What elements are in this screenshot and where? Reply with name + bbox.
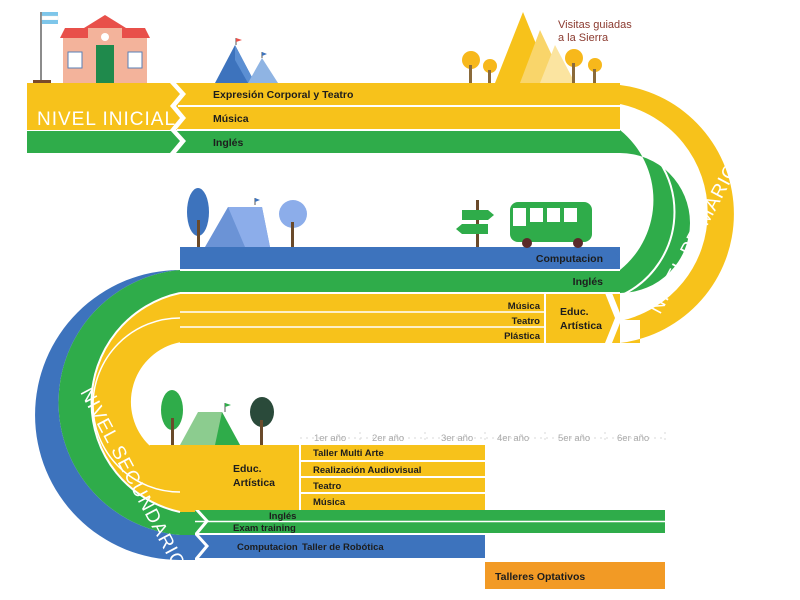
label-musica-secundario: Música [313, 497, 346, 508]
tree-icon [187, 188, 209, 247]
tree-icon [250, 397, 274, 445]
year-6: 6er año [617, 433, 649, 444]
visit-text-2: a la Sierra [558, 32, 609, 44]
label-musica-primario: Música [508, 301, 541, 312]
nivel-inicial-block [27, 83, 177, 130]
year-labels: 1er año 2er año 3er año 4er año 5er año … [314, 433, 649, 444]
tree-icon [279, 200, 307, 247]
row-computacion-secundario [195, 535, 485, 558]
year-grid [300, 432, 666, 444]
tent-icon [180, 403, 240, 445]
right-curve-divider-2 [619, 127, 676, 297]
left-curve-divider-3 [130, 342, 181, 446]
label-teatro-primario: Teatro [512, 316, 541, 327]
inicial-chevron [170, 83, 186, 106]
tree-icon [462, 49, 602, 83]
yellow-right-curve [620, 85, 734, 343]
talleres-optativos-block [485, 562, 665, 589]
nivel-inicial-label: NIVEL INICIAL [37, 109, 176, 130]
row-ingles-inicial [27, 130, 620, 153]
tree-icon [161, 390, 183, 445]
tent-icon [205, 198, 270, 247]
year-3: 3er año [441, 433, 473, 444]
label-educ-secundario: Educ. [233, 463, 262, 475]
row-ingles-secundario [195, 510, 665, 521]
bus-icon [510, 202, 592, 248]
label-plastica-primario: Plástica [504, 331, 541, 342]
mountain-icon [495, 12, 575, 83]
green-right-curve [620, 130, 690, 293]
year-5: 5er año [558, 433, 590, 444]
row-exam-secundario [195, 522, 665, 533]
label-expresion: Expresión Corporal y Teatro [213, 89, 353, 101]
row-ingles-primario [180, 270, 620, 293]
label-robotica: Taller de Robótica [302, 542, 384, 553]
left-curve-divider-2 [92, 317, 181, 493]
primario-chevron [605, 293, 622, 343]
label-exam-training: Exam training [233, 523, 296, 534]
label-ingles-secundario: Inglés [269, 511, 296, 522]
label-educ-primario: Educ. [560, 306, 589, 318]
label-talleres-optativos: Talleres Optativos [495, 571, 585, 583]
label-audiovisual: Realización Audiovisual [313, 465, 421, 476]
label-ingles-inicial: Inglés [213, 137, 244, 149]
year-1: 1er año [314, 433, 346, 444]
row-computacion-primario [180, 247, 620, 270]
year-4: 4er año [497, 433, 529, 444]
label-taller-multi: Taller Multi Arte [313, 448, 384, 459]
year-2: 2er año [372, 433, 404, 444]
label-musica-inicial: Música [213, 113, 249, 125]
label-computacion-secundario: Computacion [237, 542, 298, 553]
tent-icon [215, 38, 278, 83]
label-artistica-primario: Artística [560, 320, 602, 332]
green-left-curve [58, 270, 195, 535]
blue-left-curve [35, 247, 196, 560]
visit-text-1: Visitas guiadas [558, 19, 632, 31]
row-artistica-primario [180, 293, 620, 343]
right-curve-divider [619, 104, 708, 321]
left-curve-divider [90, 292, 181, 513]
school-icon [60, 15, 150, 83]
flag-icon [33, 12, 59, 83]
label-artistica-secundario: Artística [233, 477, 275, 489]
signpost-icon [456, 200, 494, 247]
label-computacion-primario: Computacion [536, 253, 603, 265]
label-ingles-primario: Inglés [573, 276, 604, 288]
label-teatro-secundario: Teatro [313, 481, 342, 492]
